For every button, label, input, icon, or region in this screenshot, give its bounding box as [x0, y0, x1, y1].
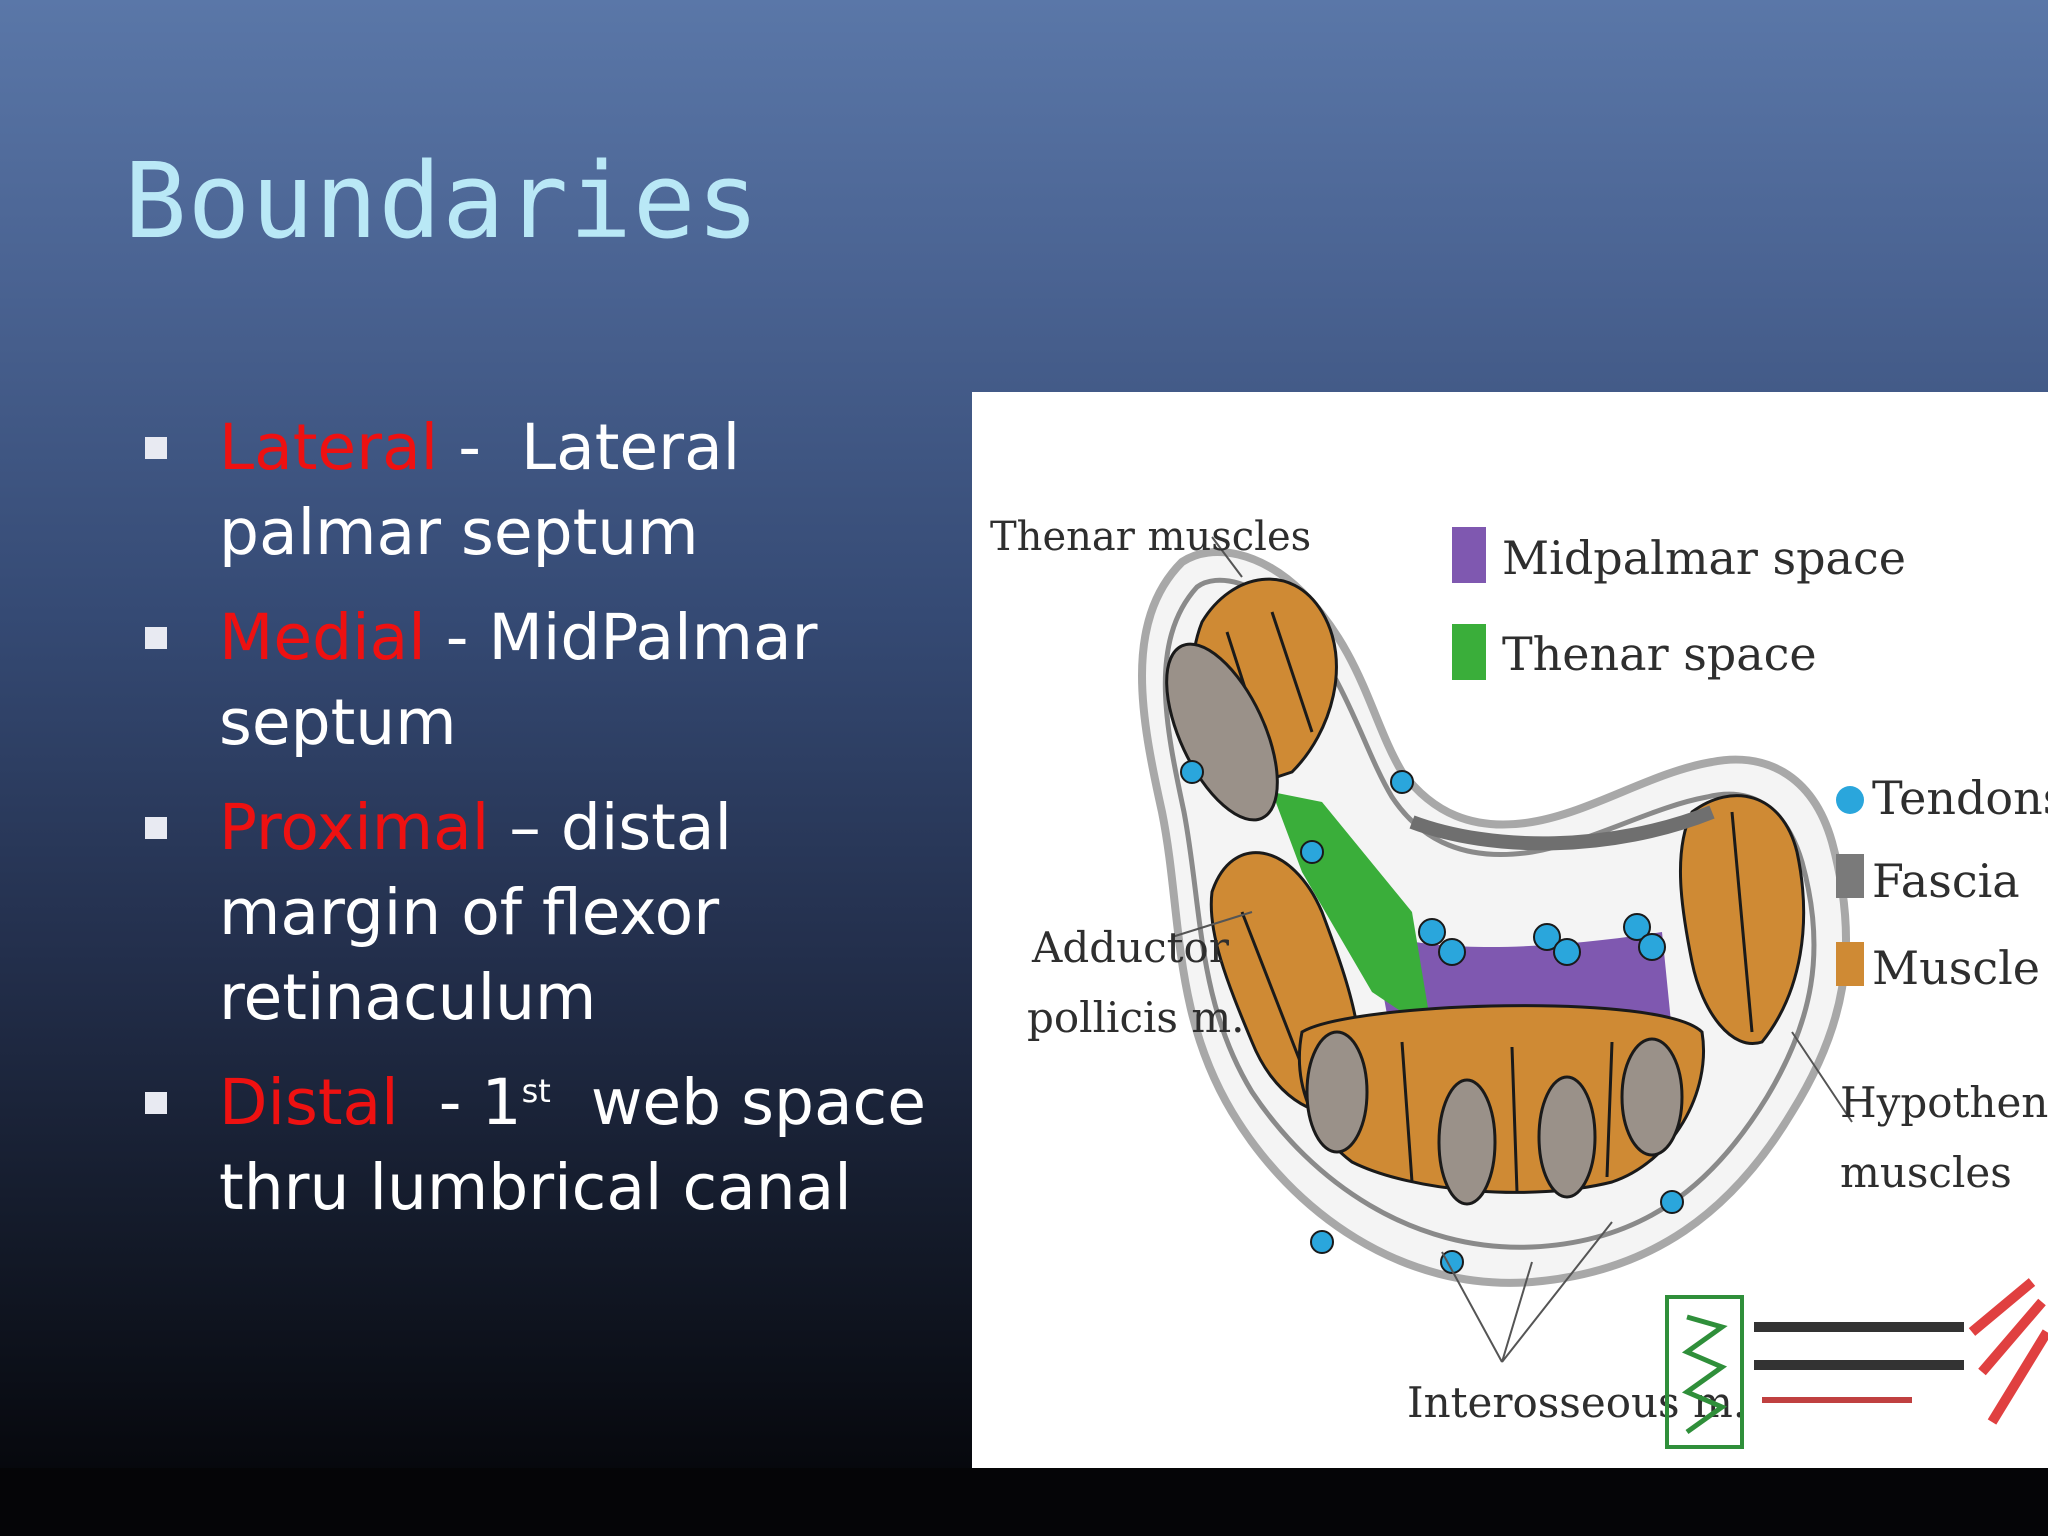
label-hypothenar-muscles: muscles	[1840, 1148, 2012, 1197]
label-pollicis: pollicis m.	[1027, 993, 1245, 1042]
term-proximal: Proximal	[219, 791, 490, 864]
term-distal: Distal	[219, 1066, 399, 1139]
fascia-outline	[1162, 577, 1817, 1250]
publisher-logo	[1665, 1278, 2048, 1449]
label-hypothenar: Hypothenar	[1840, 1078, 2048, 1127]
separator: -	[398, 1066, 482, 1139]
bullet-text: web space	[550, 1066, 926, 1139]
legend-midpalmar: Midpalmar space	[1502, 531, 1906, 585]
bullet-text: retinaculum	[219, 961, 597, 1034]
separator: -	[438, 411, 521, 484]
square-bullet-icon	[145, 627, 167, 649]
label-thenar-muscles: Thenar muscles	[990, 514, 1311, 560]
legend-thenar-space: Thenar space	[1502, 627, 1817, 681]
square-bullet-icon	[145, 1092, 167, 1114]
footer-bar	[0, 1468, 2048, 1536]
bullet-text: septum	[219, 686, 457, 759]
term-lateral: Lateral	[219, 411, 439, 484]
bullet-distal: Distal - 1st web space thru lumbrical ca…	[145, 1060, 945, 1230]
legend-tendons: Tendons	[1872, 771, 2048, 825]
square-bullet-icon	[145, 817, 167, 839]
hypothenar-muscle-group	[1679, 794, 1806, 1045]
label-interosseous: Interosseous m.	[1407, 1378, 1746, 1427]
thenar-space-swatch	[1452, 624, 1486, 680]
bullet-lateral: Lateral - Lateral palmar septum	[145, 405, 945, 575]
ordinal-suffix: st	[521, 1072, 551, 1110]
bullet-text: Lateral	[521, 411, 741, 484]
legend-top: Midpalmar space Thenar space	[1452, 527, 1906, 681]
boundaries-list: Lateral - Lateral palmar septum Medial -…	[145, 405, 945, 1250]
legend-fascia: Fascia	[1872, 854, 2020, 908]
bullet-proximal: Proximal – distal margin of flexor retin…	[145, 785, 945, 1040]
term-medial: Medial	[219, 601, 426, 674]
interosseous-row	[1297, 1004, 1705, 1206]
tendon-swatch	[1836, 786, 1864, 814]
fascia-swatch	[1836, 854, 1864, 898]
bullet-text: distal	[560, 791, 732, 864]
square-bullet-icon	[145, 437, 167, 459]
palm-diagram: Thenar muscles Adductor pollicis m. Inte…	[990, 514, 2048, 1449]
bullet-text: margin of flexor	[219, 876, 720, 949]
midpalmar-swatch	[1452, 527, 1486, 583]
slide-title: Boundaries	[124, 140, 761, 262]
muscle-swatch	[1836, 942, 1864, 986]
label-adductor: Adductor	[1031, 923, 1230, 972]
palm-cross-section-figure: Thenar muscles Adductor pollicis m. Inte…	[972, 392, 2048, 1468]
separator: -	[425, 601, 489, 674]
thumb-bone	[1165, 642, 1279, 822]
legend-right: Tendons Fascia Muscle	[1836, 771, 2048, 995]
tendon-group	[1180, 760, 1684, 1274]
bullet-text: thru lumbrical canal	[219, 1151, 852, 1224]
palmar-fascia-band	[1409, 805, 1715, 851]
separator: –	[489, 791, 561, 864]
ordinal-number: 1	[481, 1066, 522, 1139]
bullet-text: MidPalmar	[488, 601, 818, 674]
bullet-medial: Medial - MidPalmar septum	[145, 595, 945, 765]
legend-muscle: Muscle	[1872, 941, 2040, 995]
bullet-text: palmar septum	[219, 496, 699, 569]
leader-lines	[1171, 536, 1853, 1363]
